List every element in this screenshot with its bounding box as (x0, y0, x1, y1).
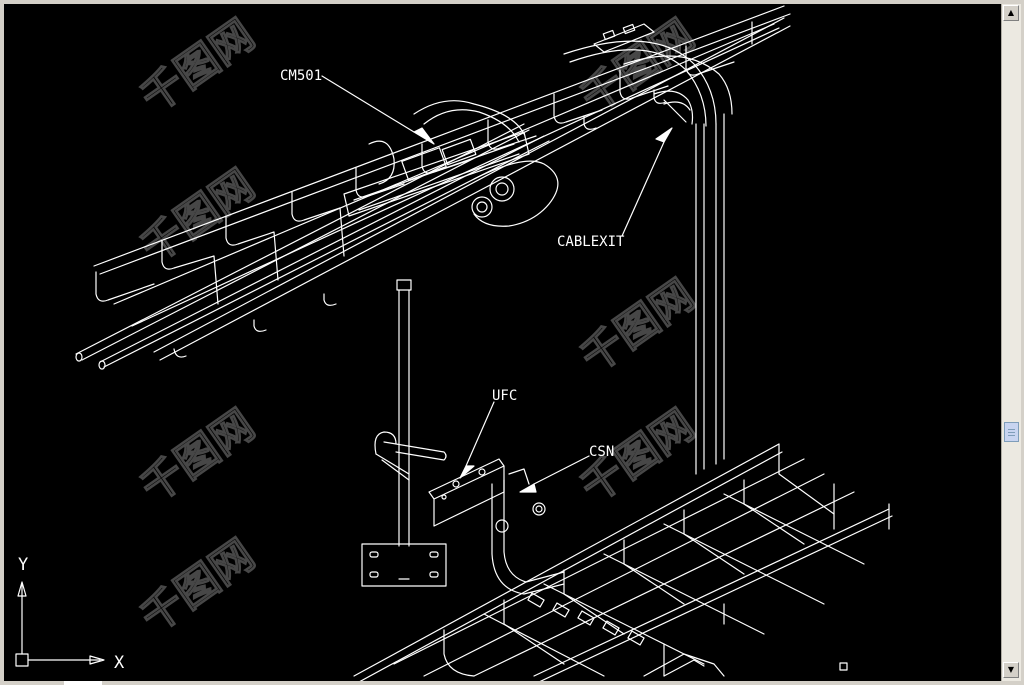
watermark: 千图网 (132, 400, 263, 512)
watermarks: 千图网 千图网 千图网 千图网 千图网 千图网 千图网 (131, 9, 704, 643)
ucs-x-label: X (114, 653, 125, 673)
watermark: 千图网 (132, 10, 263, 122)
label-ufc: UFC (492, 388, 517, 404)
support-post (361, 279, 447, 587)
lower-cable-tray (353, 443, 893, 681)
watermark: 千图网 (572, 270, 703, 382)
watermark: 千图网 (132, 160, 263, 272)
triangle-down-icon: ▼ (1007, 665, 1015, 674)
scroll-up-button[interactable]: ▲ (1003, 5, 1019, 21)
label-cm501: CM501 (280, 68, 322, 84)
ufc-bracket (428, 458, 565, 595)
drawing-viewport[interactable]: 千图网 千图网 千图网 千图网 千图网 千图网 千图网 (4, 4, 1001, 681)
layout-tab-bar (0, 681, 1024, 685)
label-cablexit: CABLEXIT (557, 234, 625, 250)
label-csn: CSN (589, 444, 614, 460)
scrollbar-thumb[interactable] (1004, 422, 1019, 442)
ucs-y-label: Y (18, 555, 28, 575)
cad-drawing: 千图网 千图网 千图网 千图网 千图网 千图网 千图网 (15, 5, 893, 681)
leader-lines (321, 75, 673, 493)
watermark: 千图网 (132, 530, 263, 642)
triangle-up-icon: ▲ (1007, 8, 1015, 17)
tab-model[interactable] (64, 681, 102, 685)
upper-cable-tray (75, 5, 791, 475)
grip-marker[interactable] (839, 662, 848, 671)
vertical-scrollbar[interactable]: ▲ ▼ (1001, 4, 1021, 681)
ucs-axis-icon (15, 581, 105, 667)
scroll-down-button[interactable]: ▼ (1003, 662, 1019, 678)
